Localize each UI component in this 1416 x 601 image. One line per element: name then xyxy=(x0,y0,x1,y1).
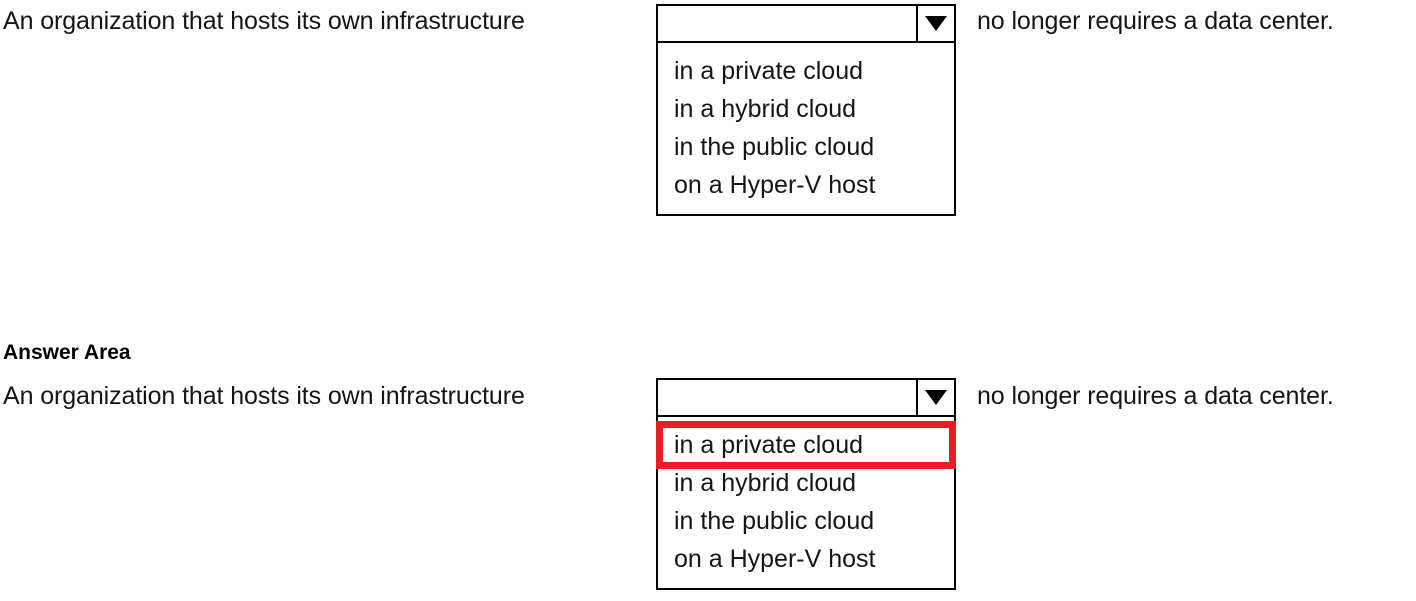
answer-sentence-after: no longer requires a data center. xyxy=(977,382,1334,410)
list-item[interactable]: on a Hyper-V host xyxy=(674,171,876,199)
question-sentence-after: no longer requires a data center. xyxy=(977,7,1334,35)
question-dropdown[interactable]: in a private cloud in a hybrid cloud in … xyxy=(656,4,956,216)
answer-combobox-value[interactable] xyxy=(658,380,916,415)
question-option-list[interactable]: in a private cloud in a hybrid cloud in … xyxy=(656,43,956,216)
question-combobox-arrow-button[interactable] xyxy=(916,6,954,41)
answer-dropdown[interactable]: in a private cloud in a hybrid cloud in … xyxy=(656,378,956,590)
list-item[interactable]: in a private cloud xyxy=(674,431,864,459)
list-item[interactable]: in the public cloud xyxy=(674,133,875,161)
answer-option-list[interactable]: in a private cloud in a hybrid cloud in … xyxy=(656,417,956,590)
chevron-down-icon xyxy=(925,16,947,31)
list-item[interactable]: in the public cloud xyxy=(674,507,875,535)
question-sentence-before: An organization that hosts its own infra… xyxy=(3,7,525,35)
list-item[interactable]: in a hybrid cloud xyxy=(674,469,857,497)
answer-area-title: Answer Area xyxy=(3,341,131,364)
list-item[interactable]: on a Hyper-V host xyxy=(674,545,876,573)
answer-combobox[interactable] xyxy=(656,378,956,417)
list-item[interactable]: in a private cloud xyxy=(674,57,864,85)
question-combobox-value[interactable] xyxy=(658,6,916,41)
list-item[interactable]: in a hybrid cloud xyxy=(674,95,857,123)
answer-sentence-before: An organization that hosts its own infra… xyxy=(3,382,525,410)
question-combobox[interactable] xyxy=(656,4,956,43)
answer-combobox-arrow-button[interactable] xyxy=(916,380,954,415)
chevron-down-icon xyxy=(925,390,947,405)
